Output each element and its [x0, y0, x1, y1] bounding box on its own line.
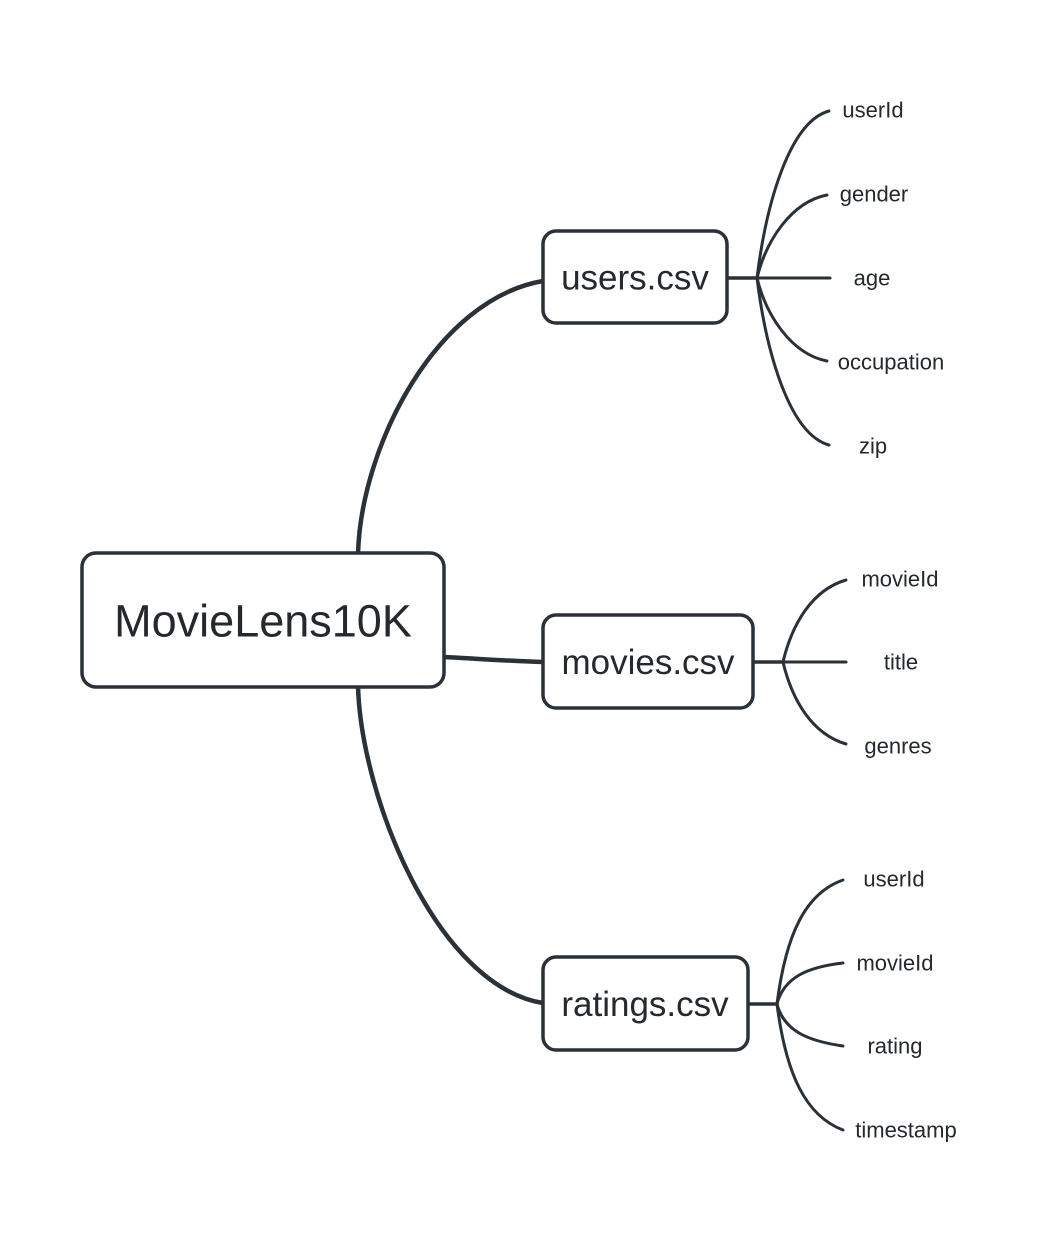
- ratings-branches: [746, 878, 845, 1132]
- leaf-users-age-label: age: [854, 266, 891, 291]
- root-edges: [355, 278, 546, 1006]
- movies-branches: [751, 578, 848, 746]
- leaf-ratings-movieid-label: movieId: [856, 951, 933, 976]
- leaf-movies-title-label: title: [884, 650, 918, 675]
- branch-users-zip: [755, 276, 831, 447]
- node-ratings-label: ratings.csv: [561, 985, 729, 1024]
- branch-ratings-movieid: [775, 961, 845, 1006]
- branch-ratings-userid: [775, 878, 845, 1006]
- leaf-users-occupation-label: occupation: [838, 350, 944, 375]
- edge-root-ratings: [355, 683, 546, 1006]
- branch-users-occupation: [755, 276, 829, 363]
- node-labels: MovieLens10K users.csv movies.csv rating…: [114, 259, 735, 1025]
- branch-movies-genres: [781, 660, 848, 746]
- leaf-movies-genres-label: genres: [864, 734, 931, 759]
- branch-ratings-timestamp: [775, 1002, 845, 1132]
- node-movies-label: movies.csv: [561, 643, 735, 682]
- node-root-label: MovieLens10K: [114, 596, 412, 647]
- branch-ratings-rating: [775, 1002, 845, 1048]
- branch-movies-movieid: [781, 578, 848, 664]
- node-root-box[interactable]: [80, 551, 446, 689]
- edge-root-movies: [441, 654, 546, 665]
- ratings-leaf-labels: userId movieId rating timestamp: [855, 867, 956, 1143]
- branch-users-gender: [755, 193, 829, 280]
- branch-users-userid: [755, 109, 831, 280]
- leaf-ratings-rating-label: rating: [867, 1034, 922, 1059]
- leaf-movies-movieid-label: movieId: [861, 567, 938, 592]
- leaf-users-gender-label: gender: [840, 182, 909, 207]
- users-branches: [725, 109, 832, 447]
- leaf-ratings-timestamp-label: timestamp: [855, 1118, 956, 1143]
- edge-root-users: [355, 278, 546, 557]
- movies-leaf-labels: movieId title genres: [861, 567, 938, 759]
- users-leaf-labels: userId gender age occupation zip: [838, 98, 944, 459]
- node-movies-box[interactable]: [541, 613, 755, 710]
- node-users-box[interactable]: [541, 229, 729, 325]
- node-users-label: users.csv: [561, 259, 709, 298]
- node-ratings-box[interactable]: [541, 955, 750, 1052]
- leaf-users-userid-label: userId: [842, 98, 903, 123]
- leaf-ratings-userid-label: userId: [863, 867, 924, 892]
- leaf-users-zip-label: zip: [859, 434, 887, 459]
